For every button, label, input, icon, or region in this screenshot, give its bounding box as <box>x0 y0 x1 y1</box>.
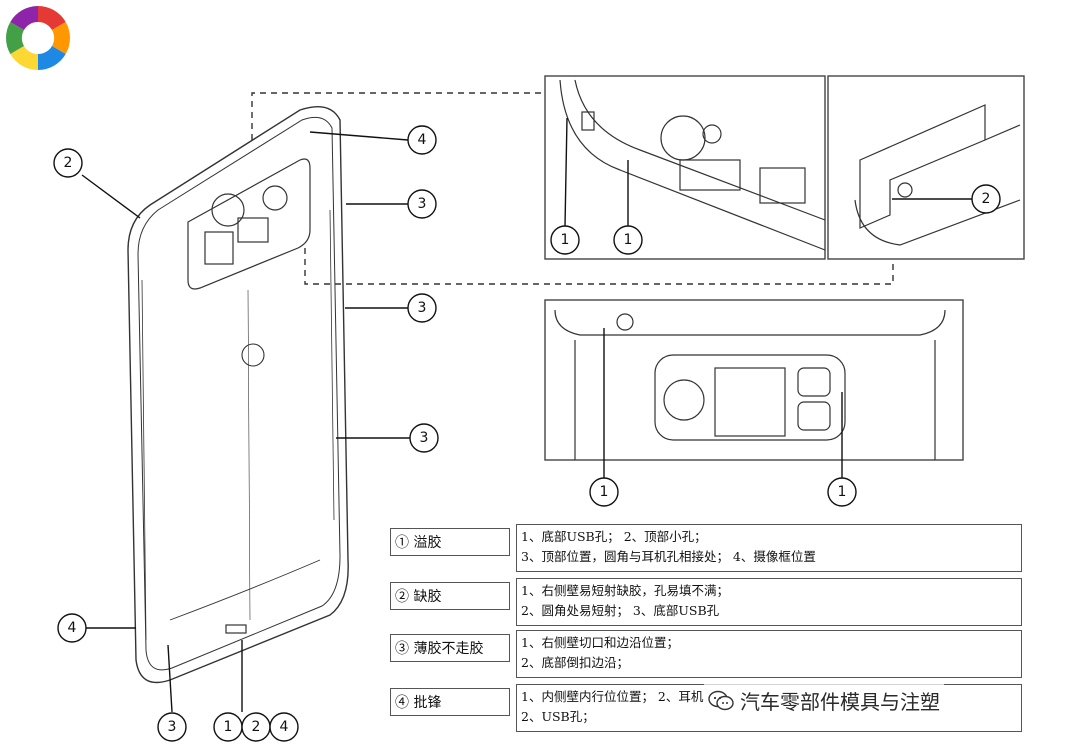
callout-circle <box>827 477 857 507</box>
detail-panel-top-right <box>827 75 1025 260</box>
callout-label: 3 <box>418 196 427 212</box>
callout-circle <box>589 477 619 507</box>
callout-label: 3 <box>418 300 427 316</box>
legend-row-overflow: ① 溢胶 1、底部USB孔； 2、顶部小孔； 3、顶部位置，圆角与耳机孔相接处；… <box>390 524 1022 572</box>
detail-panel-middle <box>544 299 964 461</box>
legend-key: ① 溢胶 <box>390 528 510 556</box>
callout-circle <box>407 125 437 155</box>
callout-label: 1 <box>224 719 233 735</box>
legend-description: 1、右侧壁切口和边沿位置； 2、底部倒扣边沿； <box>516 630 1022 678</box>
callout-label: 2 <box>252 719 261 735</box>
callout-circle <box>157 712 187 742</box>
legend-line: 1、底部USB孔； 2、顶部小孔； <box>521 529 707 544</box>
legend-key: ③ 薄胶不走胶 <box>390 634 510 662</box>
watermark-text: 汽车零部件模具与注塑 <box>740 690 940 714</box>
legend-line: 2、圆角处易短射； 3、底部USB孔 <box>521 603 720 618</box>
callout-label: 1 <box>838 484 847 500</box>
wechat-icon <box>708 690 734 710</box>
legend-key: ④ 批锋 <box>390 688 510 716</box>
phone-cover-drawing <box>127 106 349 684</box>
legend-description: 1、底部USB孔； 2、顶部小孔； 3、顶部位置，圆角与耳机孔相接处； 4、摄像… <box>516 524 1022 572</box>
callout-label: 1 <box>561 232 570 248</box>
legend-line: 1、右侧壁易短射缺胶，孔易填不满； <box>521 583 729 598</box>
callout-circle <box>409 423 439 453</box>
callout-labels: 2 4 3 3 3 4 3 1 2 4 1 1 2 1 1 <box>64 132 991 735</box>
legend-line: 2、底部倒扣边沿； <box>521 655 629 670</box>
legend-line: 1、内侧壁内行位位置； 2、耳机 <box>521 689 704 704</box>
callout-label: 4 <box>68 620 77 636</box>
callout-label: 4 <box>418 132 427 148</box>
legend-description: 1、右侧壁易短射缺胶，孔易填不满； 2、圆角处易短射； 3、底部USB孔 <box>516 578 1022 626</box>
callout-label: 3 <box>420 430 429 446</box>
watermark: 汽车零部件模具与注塑 <box>704 684 944 717</box>
callout-circle <box>57 613 87 643</box>
callout-circle <box>53 148 83 178</box>
callout-label: 1 <box>600 484 609 500</box>
logo-icon <box>6 6 70 70</box>
legend-row-thin-wall: ③ 薄胶不走胶 1、右侧壁切口和边沿位置； 2、底部倒扣边沿； <box>390 630 1022 678</box>
callout-circle <box>971 184 1001 214</box>
callout-circle <box>550 225 580 255</box>
detail-panel-top-left <box>544 75 826 260</box>
callout-label: 2 <box>64 155 73 171</box>
callout-label: 3 <box>168 719 177 735</box>
callout-label: 4 <box>280 719 289 735</box>
legend-line: 1、右侧壁切口和边沿位置； <box>521 635 679 650</box>
legend-key: ② 缺胶 <box>390 582 510 610</box>
callout-circle <box>407 189 437 219</box>
callout-circle <box>407 293 437 323</box>
callout-circle <box>613 225 643 255</box>
callout-label: 2 <box>982 191 991 207</box>
leader-lines <box>81 117 972 713</box>
legend-row-short-shot: ② 缺胶 1、右侧壁易短射缺胶，孔易填不满； 2、圆角处易短射； 3、底部USB… <box>390 578 1022 626</box>
legend-line: 2、USB孔； <box>521 709 595 724</box>
legend-line: 3、顶部位置，圆角与耳机孔相接处； 4、摄像框位置 <box>521 549 816 564</box>
callout-circle <box>269 712 299 742</box>
callout-group <box>53 125 1001 742</box>
callout-label: 1 <box>624 232 633 248</box>
detail-link-dashed <box>251 92 894 285</box>
